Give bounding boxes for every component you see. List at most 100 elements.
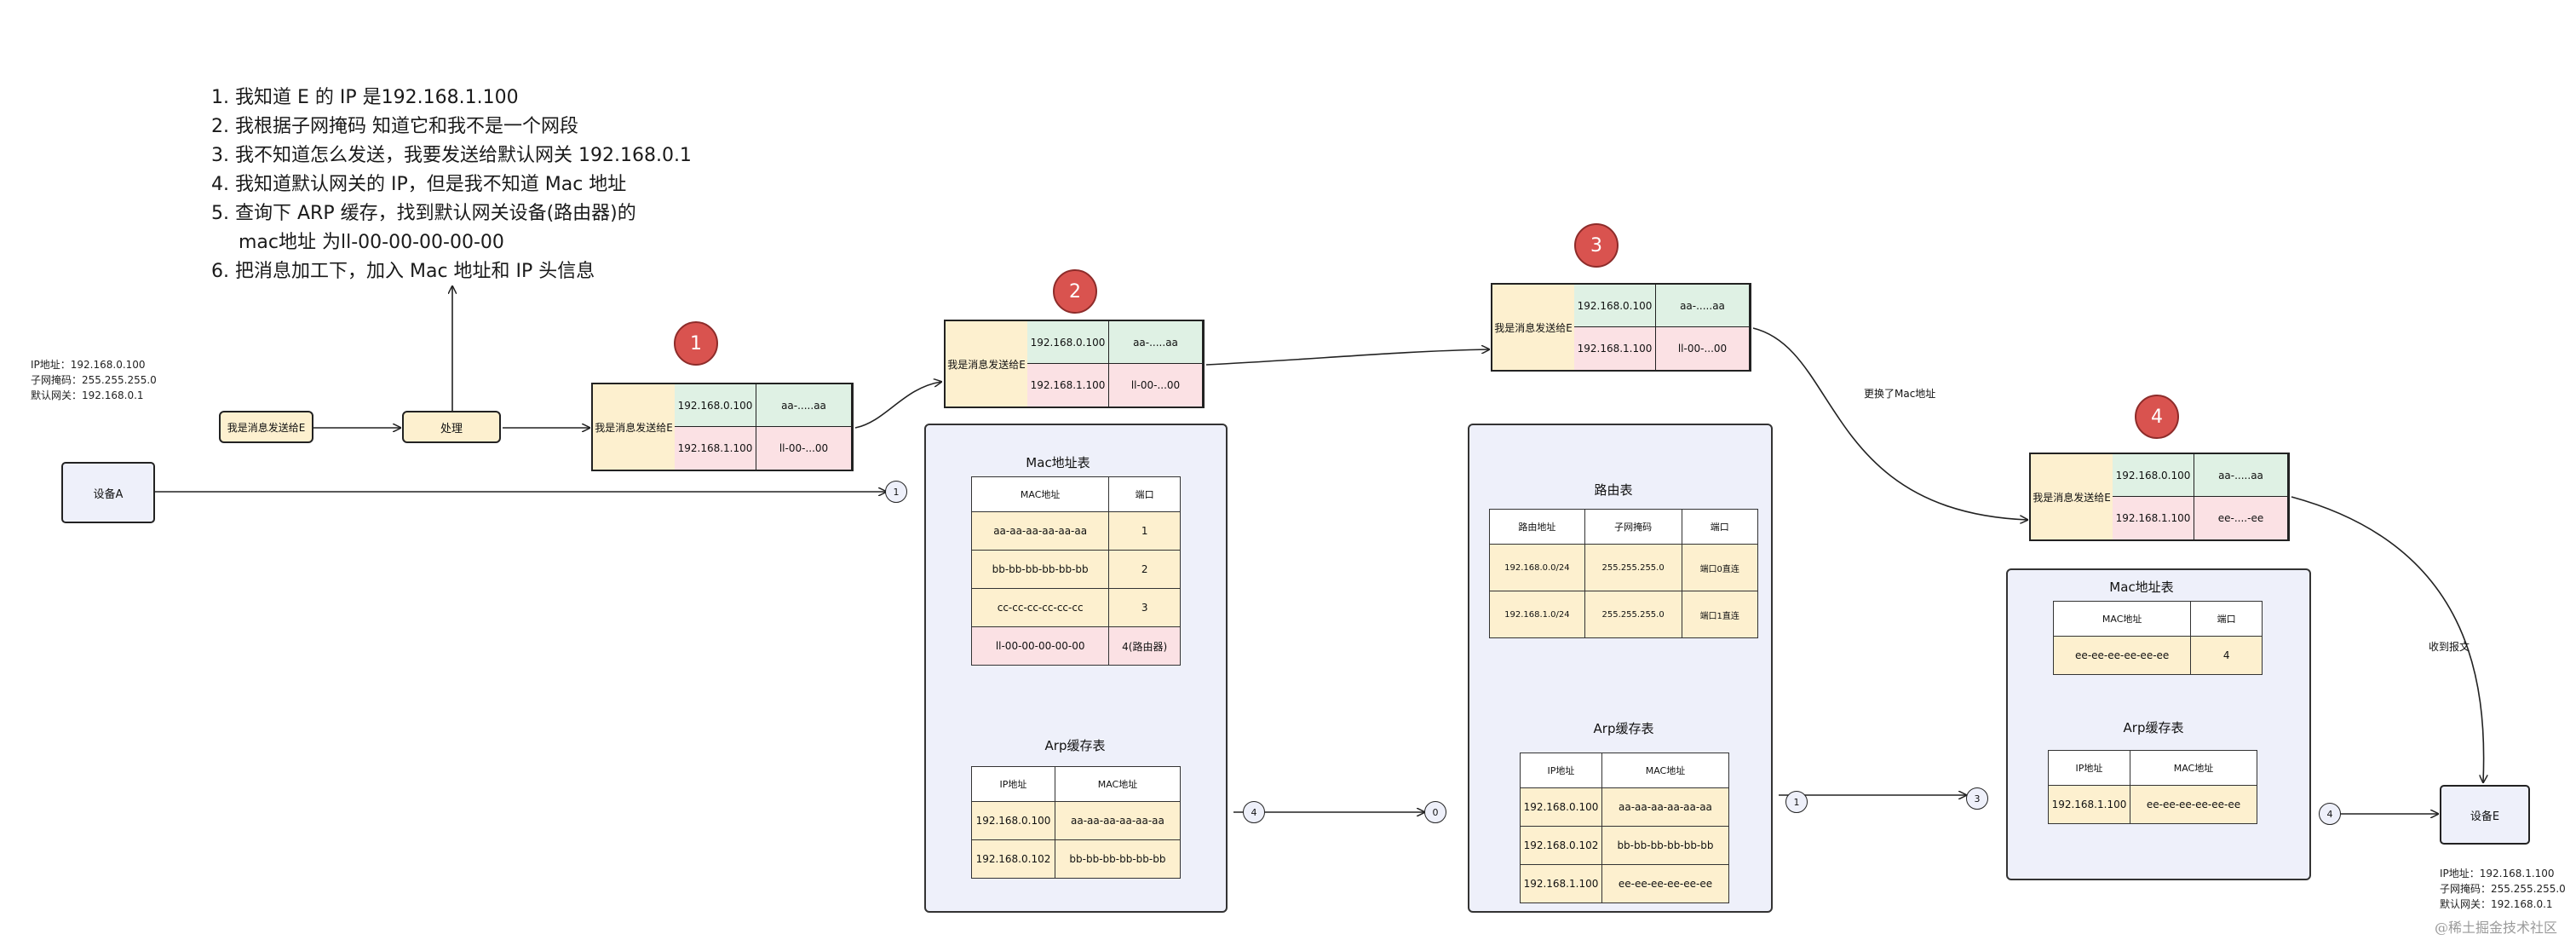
port-router-in: 0 xyxy=(1424,801,1446,823)
router-route-title: 路由表 xyxy=(1594,482,1633,498)
arrow-packet2-to-packet3 xyxy=(1205,349,1489,366)
port-router-out: 1 xyxy=(1785,791,1808,813)
note-line: 5. 查询下 ARP 缓存，找到默认网关设备(路由器)的 xyxy=(211,203,636,224)
route-cell: 192.168.0.0/24 xyxy=(1489,544,1585,591)
message-box[interactable]: 我是消息发送给E xyxy=(219,411,313,443)
port-cell: 2 xyxy=(1108,550,1181,589)
switch-1-arp-title: Arp缓存表 xyxy=(1044,738,1106,753)
ip-cell: 192.168.1.100 xyxy=(1520,864,1602,903)
switch-2-mac-title: Mac地址表 xyxy=(2109,580,2174,595)
packet-src-mac: aa-.....aa xyxy=(1656,285,1750,327)
mac-cell: aa-aa-aa-aa-aa-aa xyxy=(970,511,1110,551)
column-header: 端口 xyxy=(1681,509,1758,545)
edge-label-replace-mac: 更换了Mac地址 xyxy=(1864,388,1936,400)
steps-notes: 1. 我知道 E 的 IP 是192.168.1.100 2. 我根据子网掩码 … xyxy=(211,84,692,286)
device-e-ip: IP地址：192.168.1.100 xyxy=(2440,868,2555,879)
packet-dst-ip: 192.168.1.100 xyxy=(675,427,756,470)
port-cell: 4 xyxy=(2190,636,2263,675)
packet-step-4[interactable]: 192.168.0.100 aa-.....aa 我是消息发送给E 192.16… xyxy=(2029,453,2290,541)
port-cell: 端口0直连 xyxy=(1681,544,1758,591)
packet-step-2[interactable]: 192.168.0.100 aa-.....aa 我是消息发送给E 192.16… xyxy=(944,320,1205,408)
mask-cell: 255.255.255.0 xyxy=(1584,591,1682,638)
mac-cell: ee-ee-ee-ee-ee-ee xyxy=(2052,636,2192,675)
device-a-label: 设备A xyxy=(93,487,124,501)
port-number: 4 xyxy=(1251,806,1257,818)
mac-cell: bb-bb-bb-bb-bb-bb xyxy=(970,550,1110,589)
port-cell: 端口1直连 xyxy=(1681,591,1758,638)
step-1-badge: 1 xyxy=(674,321,718,366)
packet-step-3[interactable]: 192.168.0.100 aa-.....aa 我是消息发送给E 192.16… xyxy=(1491,283,1751,372)
mac-cell: bb-bb-bb-bb-bb-bb xyxy=(1054,839,1182,879)
message-label: 我是消息发送给E xyxy=(227,421,306,434)
column-header: IP地址 xyxy=(1520,753,1602,788)
port-switch1-out: 4 xyxy=(1243,801,1265,823)
packet-payload: 我是消息发送给E xyxy=(1492,285,1574,370)
column-header: IP地址 xyxy=(971,766,1055,802)
port-cell: 4(路由器) xyxy=(1108,626,1181,666)
step-4-number: 4 xyxy=(2151,406,2163,428)
port-switch2-in: 3 xyxy=(1966,787,1988,810)
note-line: 1. 我知道 E 的 IP 是192.168.1.100 xyxy=(211,87,519,108)
route-cell: 192.168.1.0/24 xyxy=(1489,591,1585,638)
device-e-gateway: 默认网关：192.168.0.1 xyxy=(2440,898,2553,910)
step-3-badge: 3 xyxy=(1574,223,1619,268)
device-e[interactable]: 设备E xyxy=(2440,785,2530,845)
watermark: @稀土掘金技术社区 xyxy=(2435,920,2558,936)
mask-cell: 255.255.255.0 xyxy=(1584,544,1682,591)
device-a-ip: IP地址：192.168.0.100 xyxy=(31,359,146,371)
router-arp-title: Arp缓存表 xyxy=(1593,721,1654,736)
port-switch1-in: 1 xyxy=(885,481,907,503)
device-a-mask: 子网掩码：255.255.255.0 xyxy=(31,374,157,386)
column-header: 路由地址 xyxy=(1489,509,1585,545)
ip-cell: 192.168.1.100 xyxy=(2048,785,2130,824)
ip-cell: 192.168.0.100 xyxy=(971,801,1055,840)
ip-cell: 192.168.0.102 xyxy=(971,839,1055,879)
mac-cell: ll-00-00-00-00-00 xyxy=(970,626,1110,666)
process-box[interactable]: 处理 xyxy=(402,411,501,443)
step-2-badge: 2 xyxy=(1053,269,1097,314)
column-header: MAC地址 xyxy=(970,476,1110,512)
packet-step-1[interactable]: 192.168.0.100 aa-.....aa 我是消息发送给E 192.16… xyxy=(591,383,854,471)
arrow-packet1-to-packet2 xyxy=(854,382,941,429)
arrow-packet3-to-packet4 xyxy=(1752,327,2027,520)
step-3-number: 3 xyxy=(1590,234,1602,257)
column-header: 端口 xyxy=(1108,476,1181,512)
note-line: 3. 我不知道怎么发送，我要发送给默认网关 192.168.0.1 xyxy=(211,145,692,166)
ip-cell: 192.168.0.100 xyxy=(1520,787,1602,827)
mac-cell: ee-ee-ee-ee-ee-ee xyxy=(2129,785,2258,824)
port-switch2-out: 4 xyxy=(2319,803,2341,825)
edge-label-received: 收到报文 xyxy=(2429,641,2470,653)
port-cell: 1 xyxy=(1108,511,1181,551)
packet-dst-mac: ll-00-...00 xyxy=(756,427,852,470)
device-a[interactable]: 设备A xyxy=(61,462,155,523)
device-a-info: IP地址：192.168.0.100 子网掩码：255.255.255.0 默认… xyxy=(31,357,157,403)
switch-2-arp-title: Arp缓存表 xyxy=(2123,720,2184,735)
port-number: 1 xyxy=(1793,796,1800,808)
mac-cell: bb-bb-bb-bb-bb-bb xyxy=(1601,826,1730,865)
column-header: 端口 xyxy=(2190,601,2263,637)
port-cell: 3 xyxy=(1108,588,1181,627)
packet-src-mac: aa-.....aa xyxy=(1109,321,1203,364)
step-4-badge: 4 xyxy=(2135,395,2179,439)
device-a-gateway: 默认网关：192.168.0.1 xyxy=(31,389,144,401)
mac-cell: aa-aa-aa-aa-aa-aa xyxy=(1601,787,1730,827)
port-number: 4 xyxy=(2326,808,2333,820)
column-header: MAC地址 xyxy=(2129,750,2258,786)
mac-cell: aa-aa-aa-aa-aa-aa xyxy=(1054,801,1182,840)
packet-src-ip: 192.168.0.100 xyxy=(1027,321,1109,364)
column-header: 子网掩码 xyxy=(1584,509,1682,545)
packet-dst-mac: ll-00-...00 xyxy=(1656,327,1750,370)
packet-dst-mac: ee-....-ee xyxy=(2194,497,2288,539)
mac-cell: ee-ee-ee-ee-ee-ee xyxy=(1601,864,1730,903)
step-1-number: 1 xyxy=(690,332,702,355)
note-line: 4. 我知道默认网关的 IP，但是我不知道 Mac 地址 xyxy=(211,174,627,195)
ip-cell: 192.168.0.102 xyxy=(1520,826,1602,865)
packet-dst-ip: 192.168.1.100 xyxy=(1574,327,1656,370)
packet-src-ip: 192.168.0.100 xyxy=(675,384,756,427)
arrow-packet4-to-device-e xyxy=(2291,496,2484,782)
